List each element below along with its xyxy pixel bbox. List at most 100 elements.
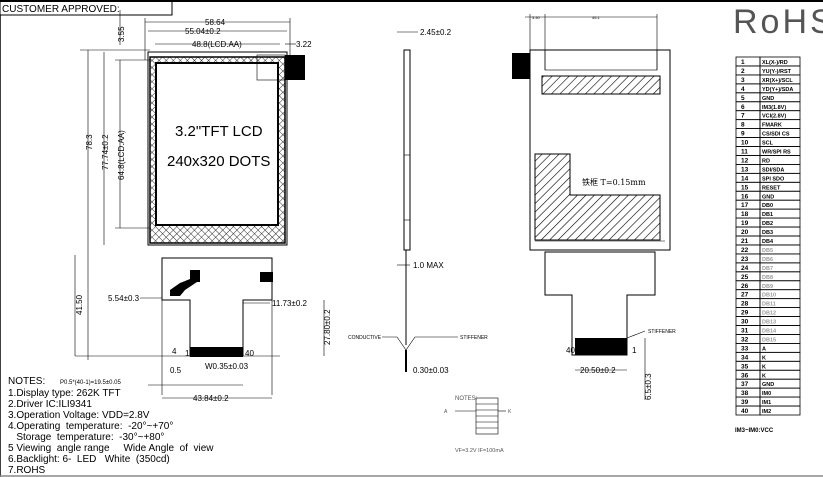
back-view: 3.40 45.1 铁框 T=0.15mm STIFFENER 40 1 20.… — [512, 14, 676, 400]
side-view: 2.45±0.2 1.0 MAX CONDUCTIVE STIFFENER 0.… — [348, 28, 488, 375]
pin-name: IM1 — [762, 400, 771, 406]
pin-row: 11 WR/SPI RS — [735, 146, 801, 156]
dim-small: 3.40 — [532, 15, 541, 20]
pin-row: 28 DB11 — [735, 298, 801, 308]
pin-row: 35 K — [735, 360, 801, 371]
dim-fpc-width: 43.84±0.2 — [193, 394, 229, 403]
dim-tab-offset: 3.22 — [296, 40, 312, 49]
pin-number: 21 — [741, 238, 749, 245]
pin-number-cell — [735, 65, 761, 76]
pin-number-cell — [735, 101, 761, 112]
note-item: 6.Backlight: 6- LED White (350cd) — [8, 454, 170, 465]
pin-name: YD(Y+)/SDA — [762, 87, 793, 93]
back-fpc-connector — [575, 338, 627, 355]
pin-name-cell — [759, 342, 801, 353]
pin-number: 28 — [741, 301, 749, 308]
pin-name: DB0 — [762, 203, 773, 209]
pin-number: 27 — [741, 292, 749, 299]
pin-name: DB9 — [762, 284, 773, 290]
pin-number: 34 — [741, 354, 749, 361]
dim-top-offset: 3.55 — [117, 26, 126, 42]
pin-number: 32 — [741, 336, 749, 343]
pin-number: 15 — [741, 184, 749, 191]
pin-name: SPI SDO — [762, 176, 785, 182]
pin-table-footnote: IM3~IM0:VCC — [735, 428, 774, 434]
pin-number-cell — [735, 128, 761, 138]
dim-outline-width: 55.04±0.2 — [185, 27, 221, 36]
pin-row: 23 DB6 — [735, 253, 801, 264]
pin-name: IM0 — [762, 391, 771, 397]
pin-name: DB15 — [762, 337, 776, 343]
pin-name: XL(X-)/RD — [762, 60, 788, 66]
dim-active-width: 48.8(LCD.AA) — [192, 40, 242, 49]
pin-name: DB11 — [762, 302, 776, 308]
note-item: 4.Operating temperature: -20°~+70° — [8, 421, 173, 432]
pin-number: 12 — [741, 157, 749, 164]
pin-number: 3 — [741, 77, 745, 84]
pin-number: 19 — [741, 220, 749, 227]
pin-number: 5 — [741, 95, 745, 102]
pin-number: 1 — [741, 59, 745, 66]
pin-number-cell — [735, 146, 761, 156]
pin-row: 31 DB14 — [735, 325, 801, 335]
pin-name: XR(X+)/SCL — [762, 78, 793, 84]
fpc-connector — [190, 347, 243, 357]
dim-connector-width: 20.50±0.2 — [580, 366, 616, 375]
pin-row: 14 SPI SDO — [735, 172, 801, 183]
stiffener-label: STIFFENER — [460, 335, 488, 341]
pin-number: 14 — [741, 175, 749, 182]
pin-name: WR/SPI RS — [762, 150, 791, 156]
pin-number-cell — [735, 110, 761, 121]
dim-fpc-left-offset: 5.54±0.3 — [108, 294, 140, 303]
pin-number: 10 — [741, 140, 749, 147]
pin-name: GND — [762, 96, 774, 102]
pin-number: 7 — [741, 113, 745, 120]
pin-name: CS/SDI CS — [762, 132, 790, 138]
pin-row: 21 DB4 — [735, 235, 801, 246]
pin-name: SCL — [762, 141, 774, 147]
pin-name: DB6 — [762, 257, 773, 263]
pin-number: 35 — [741, 363, 749, 370]
pin-number: 11 — [741, 149, 748, 156]
pin-number: 20 — [741, 229, 749, 236]
pin-number-cell — [735, 56, 761, 67]
pin-number: 29 — [741, 310, 749, 317]
dim-fpc-max: 1.0 MAX — [413, 261, 444, 270]
pin-number: 31 — [741, 328, 749, 335]
pin-row: 15 RESET — [735, 181, 801, 192]
pin-name: RESET — [762, 185, 781, 191]
front-view: 58.64 55.04±0.2 48.8(LCD.AA) 3.22 78.3 7… — [60, 10, 332, 403]
dim-top: 45.1 — [592, 15, 601, 20]
dim-fpc-length: 41.50 — [75, 294, 84, 315]
pin-number: 16 — [741, 193, 749, 200]
pin-name: VCI(2.8V) — [762, 114, 786, 120]
pin-name: K — [762, 364, 766, 370]
pin-number: 2 — [741, 68, 745, 75]
pin-name-cell — [759, 360, 801, 371]
pin-number: 22 — [741, 247, 749, 254]
dim-pin-length: 4 — [172, 347, 177, 356]
dim-overall-width: 58.64 — [205, 18, 226, 27]
pin-number: 23 — [741, 256, 749, 263]
note-item: 2.Driver IC:ILI9341 — [8, 399, 92, 410]
lcd-resolution: 240x320 DOTS — [167, 153, 270, 170]
back-pin-first: 1 — [632, 346, 637, 355]
pin-name: DB4 — [762, 239, 774, 245]
led-anode-label: A — [444, 409, 448, 415]
pin-name: DB14 — [762, 329, 777, 335]
pin-name: DB12 — [762, 311, 776, 317]
dim-stiffener-length: 6.5±0.3 — [644, 373, 653, 400]
